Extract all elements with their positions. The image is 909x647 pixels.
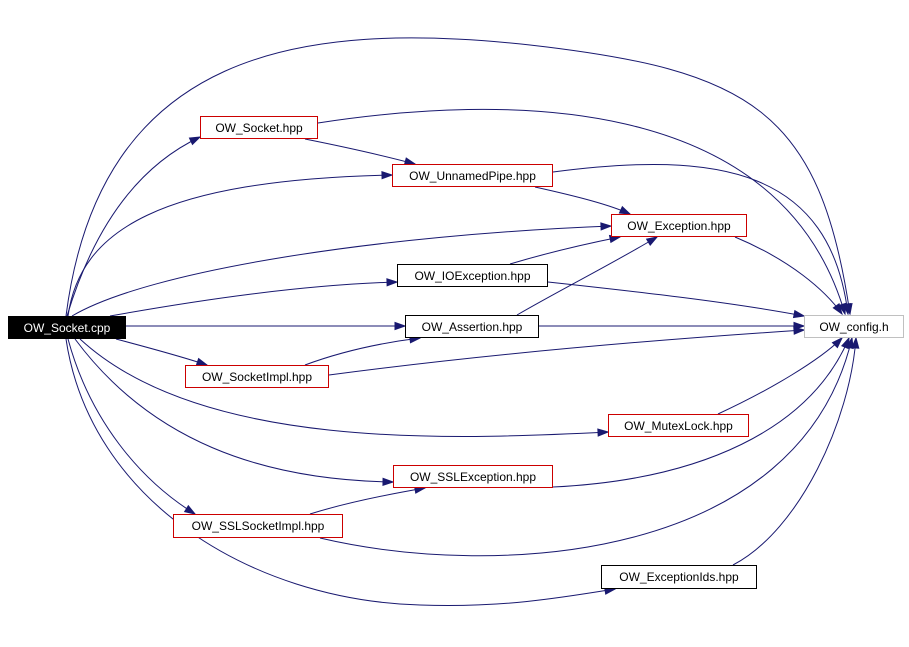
edge-ow-unnamedpipe-hpp-to-ow-exception-hpp-line — [534, 186, 631, 215]
node-ow-mutexlock-hpp[interactable]: OW_MutexLock.hpp — [608, 414, 749, 437]
edge-ow-sslsocketimpl-hpp-to-ow-sslexception-hpp-line — [309, 487, 426, 515]
edge-ow-exception-hpp-to-ow-config-h-arrowhead — [832, 303, 843, 316]
edge-ow-sslsocketimpl-hpp-to-ow-sslexception-hpp — [309, 485, 427, 515]
edge-ow-mutexlock-hpp-to-ow-config-h-line — [717, 337, 843, 415]
edge-ow-socket-cpp-to-ow-ioexception-hpp-line — [109, 281, 398, 317]
edge-ow-ioexception-hpp-to-ow-exception-hpp-line — [509, 236, 621, 265]
node-ow-socketimpl-hpp[interactable]: OW_SocketImpl.hpp — [185, 365, 329, 388]
node-ow-exceptionids-hpp[interactable]: OW_ExceptionIds.hpp — [601, 565, 757, 589]
edge-ow-sslsocketimpl-hpp-to-ow-config-h — [319, 336, 854, 557]
node-ow-sslexception-hpp[interactable]: OW_SSLException.hpp — [393, 465, 553, 488]
edge-ow-socket-cpp-to-ow-sslexception-hpp-line — [74, 338, 394, 483]
edge-ow-socket-hpp-to-ow-config-h-line — [317, 108, 846, 315]
edge-ow-sslsocketimpl-hpp-to-ow-config-h-arrowhead — [845, 336, 854, 350]
edge-ow-socket-cpp-to-ow-config-h-line — [65, 37, 851, 317]
edge-ow-assertion-hpp-to-ow-exception-hpp-arrowhead — [645, 236, 659, 246]
edge-ow-socket-cpp-to-ow-assertion-hpp — [126, 321, 407, 331]
node-ow-exception-hpp[interactable]: OW_Exception.hpp — [611, 214, 747, 237]
edge-ow-socket-cpp-to-ow-exceptionids-hpp-line — [65, 338, 616, 607]
edge-ow-socket-cpp-to-ow-mutexlock-hpp-line — [79, 338, 609, 437]
edge-ow-socket-cpp-to-ow-exception-hpp — [71, 222, 613, 317]
edge-ow-socket-cpp-to-ow-socket-hpp-arrowhead — [188, 136, 202, 146]
node-ow-socket-cpp[interactable]: OW_Socket.cpp — [8, 316, 126, 339]
edge-ow-exceptionids-hpp-to-ow-config-h-arrowhead — [851, 336, 860, 349]
node-ow-config-h[interactable]: OW_config.h — [804, 315, 904, 338]
edge-ow-socket-cpp-to-ow-assertion-hpp-arrowhead — [394, 321, 407, 331]
node-ow-ioexception-hpp[interactable]: OW_IOException.hpp — [397, 264, 548, 287]
edge-ow-mutexlock-hpp-to-ow-config-h-arrowhead — [831, 336, 844, 349]
edge-ow-exception-hpp-to-ow-config-h-line — [734, 236, 843, 315]
edge-ow-socket-cpp-to-ow-sslexception-hpp — [74, 338, 395, 487]
edge-ow-ioexception-hpp-to-ow-config-h-line — [547, 281, 805, 317]
node-ow-socket-hpp[interactable]: OW_Socket.hpp — [200, 116, 318, 139]
edge-ow-socket-cpp-to-ow-socket-hpp — [66, 136, 202, 317]
edge-ow-exception-hpp-to-ow-config-h — [734, 236, 843, 316]
edge-ow-socket-cpp-to-ow-ioexception-hpp-arrowhead — [386, 278, 399, 287]
edge-ow-socket-cpp-to-ow-unnamedpipe-hpp-arrowhead — [381, 171, 394, 180]
edge-ow-socketimpl-hpp-to-ow-config-h — [328, 326, 806, 376]
edge-ow-socket-cpp-to-ow-exception-hpp-line — [71, 225, 612, 317]
edge-ow-socket-cpp-to-ow-unnamedpipe-hpp-line — [67, 174, 393, 317]
edge-ow-assertion-hpp-to-ow-exception-hpp — [516, 236, 659, 316]
edge-ow-ioexception-hpp-to-ow-config-h-arrowhead — [792, 309, 806, 319]
edge-ow-assertion-hpp-to-ow-config-h — [539, 321, 806, 331]
edge-ow-mutexlock-hpp-to-ow-config-h — [717, 336, 844, 415]
edge-ow-socket-cpp-to-ow-ioexception-hpp — [109, 278, 399, 317]
edge-ow-ioexception-hpp-to-ow-exception-hpp — [509, 234, 622, 265]
edge-ow-sslexception-hpp-to-ow-config-h-line — [552, 337, 850, 488]
edge-ow-unnamedpipe-hpp-to-ow-config-h — [552, 164, 851, 316]
edge-ow-sslsocketimpl-hpp-to-ow-config-h-line — [319, 337, 853, 557]
edge-ow-socket-cpp-to-ow-socketimpl-hpp-line — [115, 338, 208, 366]
node-ow-assertion-hpp[interactable]: OW_Assertion.hpp — [405, 315, 539, 338]
edge-ow-socket-hpp-to-ow-unnamedpipe-hpp — [304, 138, 417, 166]
edge-ow-exceptionids-hpp-to-ow-config-h — [732, 336, 860, 566]
edge-ow-unnamedpipe-hpp-to-ow-exception-hpp-arrowhead — [618, 205, 632, 215]
edge-ow-socket-hpp-to-ow-unnamedpipe-hpp-line — [304, 138, 416, 165]
edge-ow-unnamedpipe-hpp-to-ow-config-h-line — [552, 164, 849, 315]
edge-ow-socket-cpp-to-ow-socket-hpp-line — [66, 136, 201, 317]
edge-ow-assertion-hpp-to-ow-exception-hpp-line — [516, 236, 658, 316]
edge-ow-ioexception-hpp-to-ow-config-h — [547, 281, 806, 319]
edge-ow-socket-cpp-to-ow-unnamedpipe-hpp — [67, 171, 394, 317]
edge-ow-socketimpl-hpp-to-ow-assertion-hpp-line — [304, 337, 421, 366]
edge-ow-socket-cpp-to-ow-sslsocketimpl-hpp — [67, 338, 197, 515]
edge-ow-socket-cpp-to-ow-sslexception-hpp-arrowhead — [382, 477, 395, 487]
edge-ow-exceptionids-hpp-to-ow-config-h-line — [732, 337, 857, 566]
edge-ow-sslexception-hpp-to-ow-config-h — [552, 336, 850, 488]
edge-ow-socketimpl-hpp-to-ow-config-h-line — [328, 329, 805, 376]
node-ow-sslsocketimpl-hpp[interactable]: OW_SSLSocketImpl.hpp — [173, 514, 343, 538]
edge-ow-socket-cpp-to-ow-sslsocketimpl-hpp-arrowhead — [183, 504, 197, 515]
edge-ow-unnamedpipe-hpp-to-ow-exception-hpp — [534, 186, 632, 215]
edge-ow-socket-cpp-to-ow-exception-hpp-arrowhead — [600, 222, 613, 231]
edge-ow-socketimpl-hpp-to-ow-config-h-arrowhead — [793, 326, 806, 335]
edge-ow-unnamedpipe-hpp-to-ow-config-h-arrowhead — [842, 303, 851, 316]
edge-ow-socket-cpp-to-ow-sslsocketimpl-hpp-line — [67, 338, 196, 515]
edge-ow-socket-cpp-to-ow-socketimpl-hpp — [115, 338, 209, 366]
edge-ow-socketimpl-hpp-to-ow-assertion-hpp — [304, 335, 422, 366]
edge-ow-socket-cpp-to-ow-mutexlock-hpp-arrowhead — [597, 428, 610, 437]
node-ow-unnamedpipe-hpp[interactable]: OW_UnnamedPipe.hpp — [392, 164, 553, 187]
edge-ow-socket-cpp-to-ow-mutexlock-hpp — [79, 338, 610, 437]
